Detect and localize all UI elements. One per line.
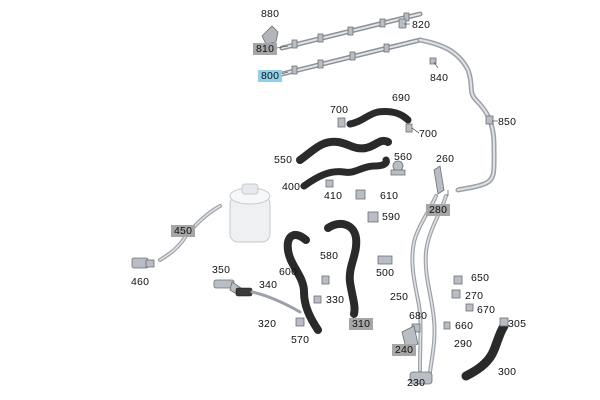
bracket-880[interactable] [261, 25, 279, 45]
label-450: 450 [171, 225, 196, 237]
hose-300[interactable] [461, 321, 509, 381]
label-570: 570 [291, 334, 310, 346]
clip-330[interactable] [313, 295, 322, 304]
clip-410[interactable] [325, 179, 334, 188]
label-610: 610 [380, 190, 399, 202]
label-670: 670 [477, 304, 496, 316]
fuel-rail-lower[interactable] [279, 37, 423, 77]
label-560: 560 [394, 151, 413, 163]
connector-820[interactable] [398, 18, 407, 29]
clip-650[interactable] [453, 275, 463, 285]
fuel-rail-upper[interactable] [279, 11, 423, 51]
clip-670[interactable] [465, 303, 474, 312]
clip-500[interactable] [377, 255, 393, 265]
label-260: 260 [436, 153, 455, 165]
label-400: 400 [282, 181, 301, 193]
connector-340[interactable] [235, 287, 302, 314]
label-800: 800 [258, 70, 283, 82]
bracket-240[interactable] [401, 325, 419, 349]
label-700-upper: 700 [330, 104, 349, 116]
label-580: 580 [320, 250, 339, 262]
clip-590[interactable] [367, 211, 379, 223]
label-330: 330 [326, 294, 345, 306]
label-310: 310 [349, 318, 374, 330]
label-320: 320 [258, 318, 277, 330]
label-550: 550 [274, 154, 293, 166]
fitting-230[interactable] [409, 371, 433, 385]
valve-560[interactable] [390, 160, 406, 176]
label-350: 350 [212, 264, 231, 276]
hose-600[interactable] [283, 231, 322, 334]
label-290: 290 [454, 338, 473, 350]
label-270: 270 [465, 290, 484, 302]
clip-580[interactable] [321, 275, 330, 285]
label-240: 240 [392, 344, 417, 356]
clip-305[interactable] [499, 317, 509, 327]
label-680: 680 [409, 310, 428, 322]
label-820: 820 [412, 19, 431, 31]
label-850: 850 [498, 116, 517, 128]
pipe-bundle[interactable] [410, 194, 448, 374]
clip-700-lower[interactable] [405, 123, 413, 133]
label-600: 600 [279, 266, 298, 278]
label-250: 250 [390, 291, 409, 303]
label-650: 650 [471, 272, 490, 284]
label-340: 340 [259, 279, 278, 291]
label-810: 810 [253, 43, 278, 55]
label-700-lower: 700 [419, 128, 438, 140]
label-230: 230 [407, 377, 426, 389]
label-460: 460 [131, 276, 150, 288]
clip-700-upper[interactable] [337, 117, 346, 128]
label-880: 880 [261, 8, 280, 20]
hose-690[interactable] [346, 108, 412, 128]
label-410: 410 [324, 190, 343, 202]
label-690: 690 [392, 92, 411, 104]
label-590: 590 [382, 211, 401, 223]
clip-850[interactable] [485, 115, 494, 125]
clip-660[interactable] [443, 321, 451, 330]
label-305: 305 [508, 318, 527, 330]
clip-840[interactable] [429, 57, 437, 65]
clip-270[interactable] [451, 289, 461, 299]
hose-550[interactable] [296, 136, 392, 164]
label-500: 500 [376, 267, 395, 279]
label-840: 840 [430, 72, 449, 84]
clip-570[interactable] [295, 317, 305, 327]
hose-400[interactable] [300, 156, 390, 190]
clip-610[interactable] [355, 189, 366, 200]
fuel-filter[interactable] [229, 183, 271, 243]
label-300: 300 [498, 366, 517, 378]
label-660: 660 [455, 320, 474, 332]
sensor-260[interactable] [433, 165, 445, 195]
hose-310[interactable] [324, 219, 361, 318]
fitting-460[interactable] [131, 257, 155, 269]
label-280: 280 [426, 204, 451, 216]
